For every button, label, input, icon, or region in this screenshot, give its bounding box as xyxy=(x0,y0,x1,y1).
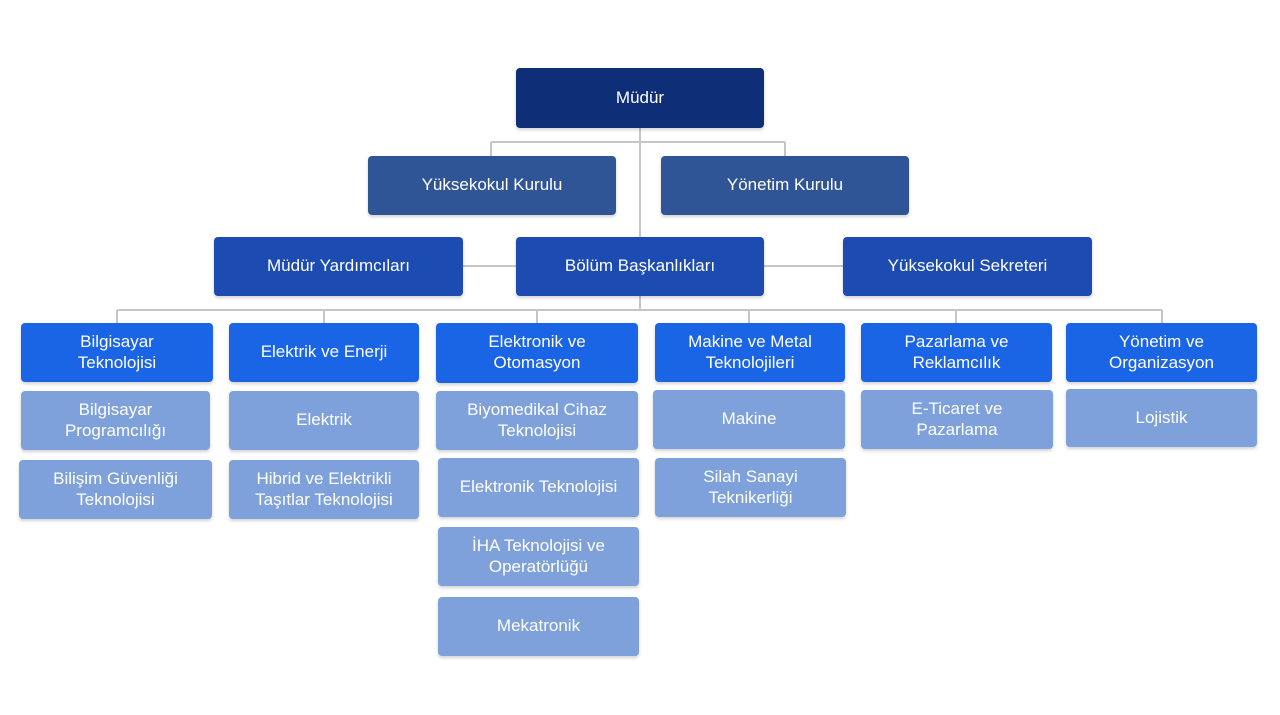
program-box: Biyomedikal Cihaz Teknolojisi xyxy=(436,391,638,450)
board-label: Yüksekokul Kurulu xyxy=(421,175,563,195)
department-label: Elektrik ve Enerji xyxy=(260,342,388,362)
director-box: Müdür xyxy=(516,68,764,128)
program-box: E-Ticaret ve Pazarlama xyxy=(861,390,1053,449)
director-label: Müdür xyxy=(615,87,665,107)
program-label: Biyomedikal Cihaz Teknolojisi xyxy=(467,399,607,440)
board-box-school-council: Yüksekokul Kurulu xyxy=(368,156,616,215)
program-box: Makine xyxy=(653,390,845,449)
department-box: Yönetim ve Organizasyon xyxy=(1066,323,1257,382)
department-label: Elektronik ve Otomasyon xyxy=(488,332,586,372)
program-label: Hibrid ve Elektrikli Taşıtlar Teknolojis… xyxy=(255,468,393,509)
program-label: Mekatronik xyxy=(496,616,581,636)
program-label: Elektrik xyxy=(296,410,352,430)
department-box: Pazarlama ve Reklamcılık xyxy=(861,323,1052,382)
school-secretary-box: Yüksekokul Sekreteri xyxy=(843,237,1092,296)
program-box: Mekatronik xyxy=(438,597,639,656)
department-label: Yönetim ve Organizasyon xyxy=(1109,331,1214,372)
department-label: Bilgisayar Teknolojisi xyxy=(77,331,157,372)
program-box: Elektronik Teknolojisi xyxy=(438,458,639,517)
program-label: Bilgisayar Programcılığı xyxy=(64,399,167,440)
program-box: Bilgisayar Programcılığı xyxy=(21,391,210,450)
program-label: Silah Sanayi Teknikerliği xyxy=(703,466,798,507)
department-box: Elektronik ve Otomasyon xyxy=(436,323,638,383)
board-label: Yönetim Kurulu xyxy=(726,175,844,195)
program-label: Lojistik xyxy=(1135,407,1188,427)
department-box: Makine ve Metal Teknolojileri xyxy=(655,323,845,382)
program-label: Elektronik Teknolojisi xyxy=(459,477,618,497)
program-box: Bilişim Güvenliği Teknolojisi xyxy=(19,460,212,519)
management-label: Müdür Yardımcıları xyxy=(267,256,410,276)
management-label: Bölüm Başkanlıkları xyxy=(564,256,716,276)
program-box: Silah Sanayi Teknikerliği xyxy=(655,458,846,517)
management-label: Yüksekokul Sekreteri xyxy=(887,256,1048,276)
department-heads-box: Bölüm Başkanlıkları xyxy=(516,237,764,296)
program-box: Lojistik xyxy=(1066,389,1257,447)
program-box: İHA Teknolojisi ve Operatörlüğü xyxy=(438,527,639,586)
program-label: Makine xyxy=(721,409,777,429)
board-box-management-council: Yönetim Kurulu xyxy=(661,156,909,215)
department-label: Pazarlama ve Reklamcılık xyxy=(904,331,1009,372)
program-label: İHA Teknolojisi ve Operatörlüğü xyxy=(472,535,605,576)
department-box: Elektrik ve Enerji xyxy=(229,323,419,382)
assistant-directors-box: Müdür Yardımcıları xyxy=(214,237,463,296)
program-box: Hibrid ve Elektrikli Taşıtlar Teknolojis… xyxy=(229,460,419,519)
program-box: Elektrik xyxy=(229,391,419,450)
department-box: Bilgisayar Teknolojisi xyxy=(21,323,213,382)
department-label: Makine ve Metal Teknolojileri xyxy=(688,331,812,372)
program-label: E-Ticaret ve Pazarlama xyxy=(911,398,1003,439)
program-label: Bilişim Güvenliği Teknolojisi xyxy=(53,468,178,509)
